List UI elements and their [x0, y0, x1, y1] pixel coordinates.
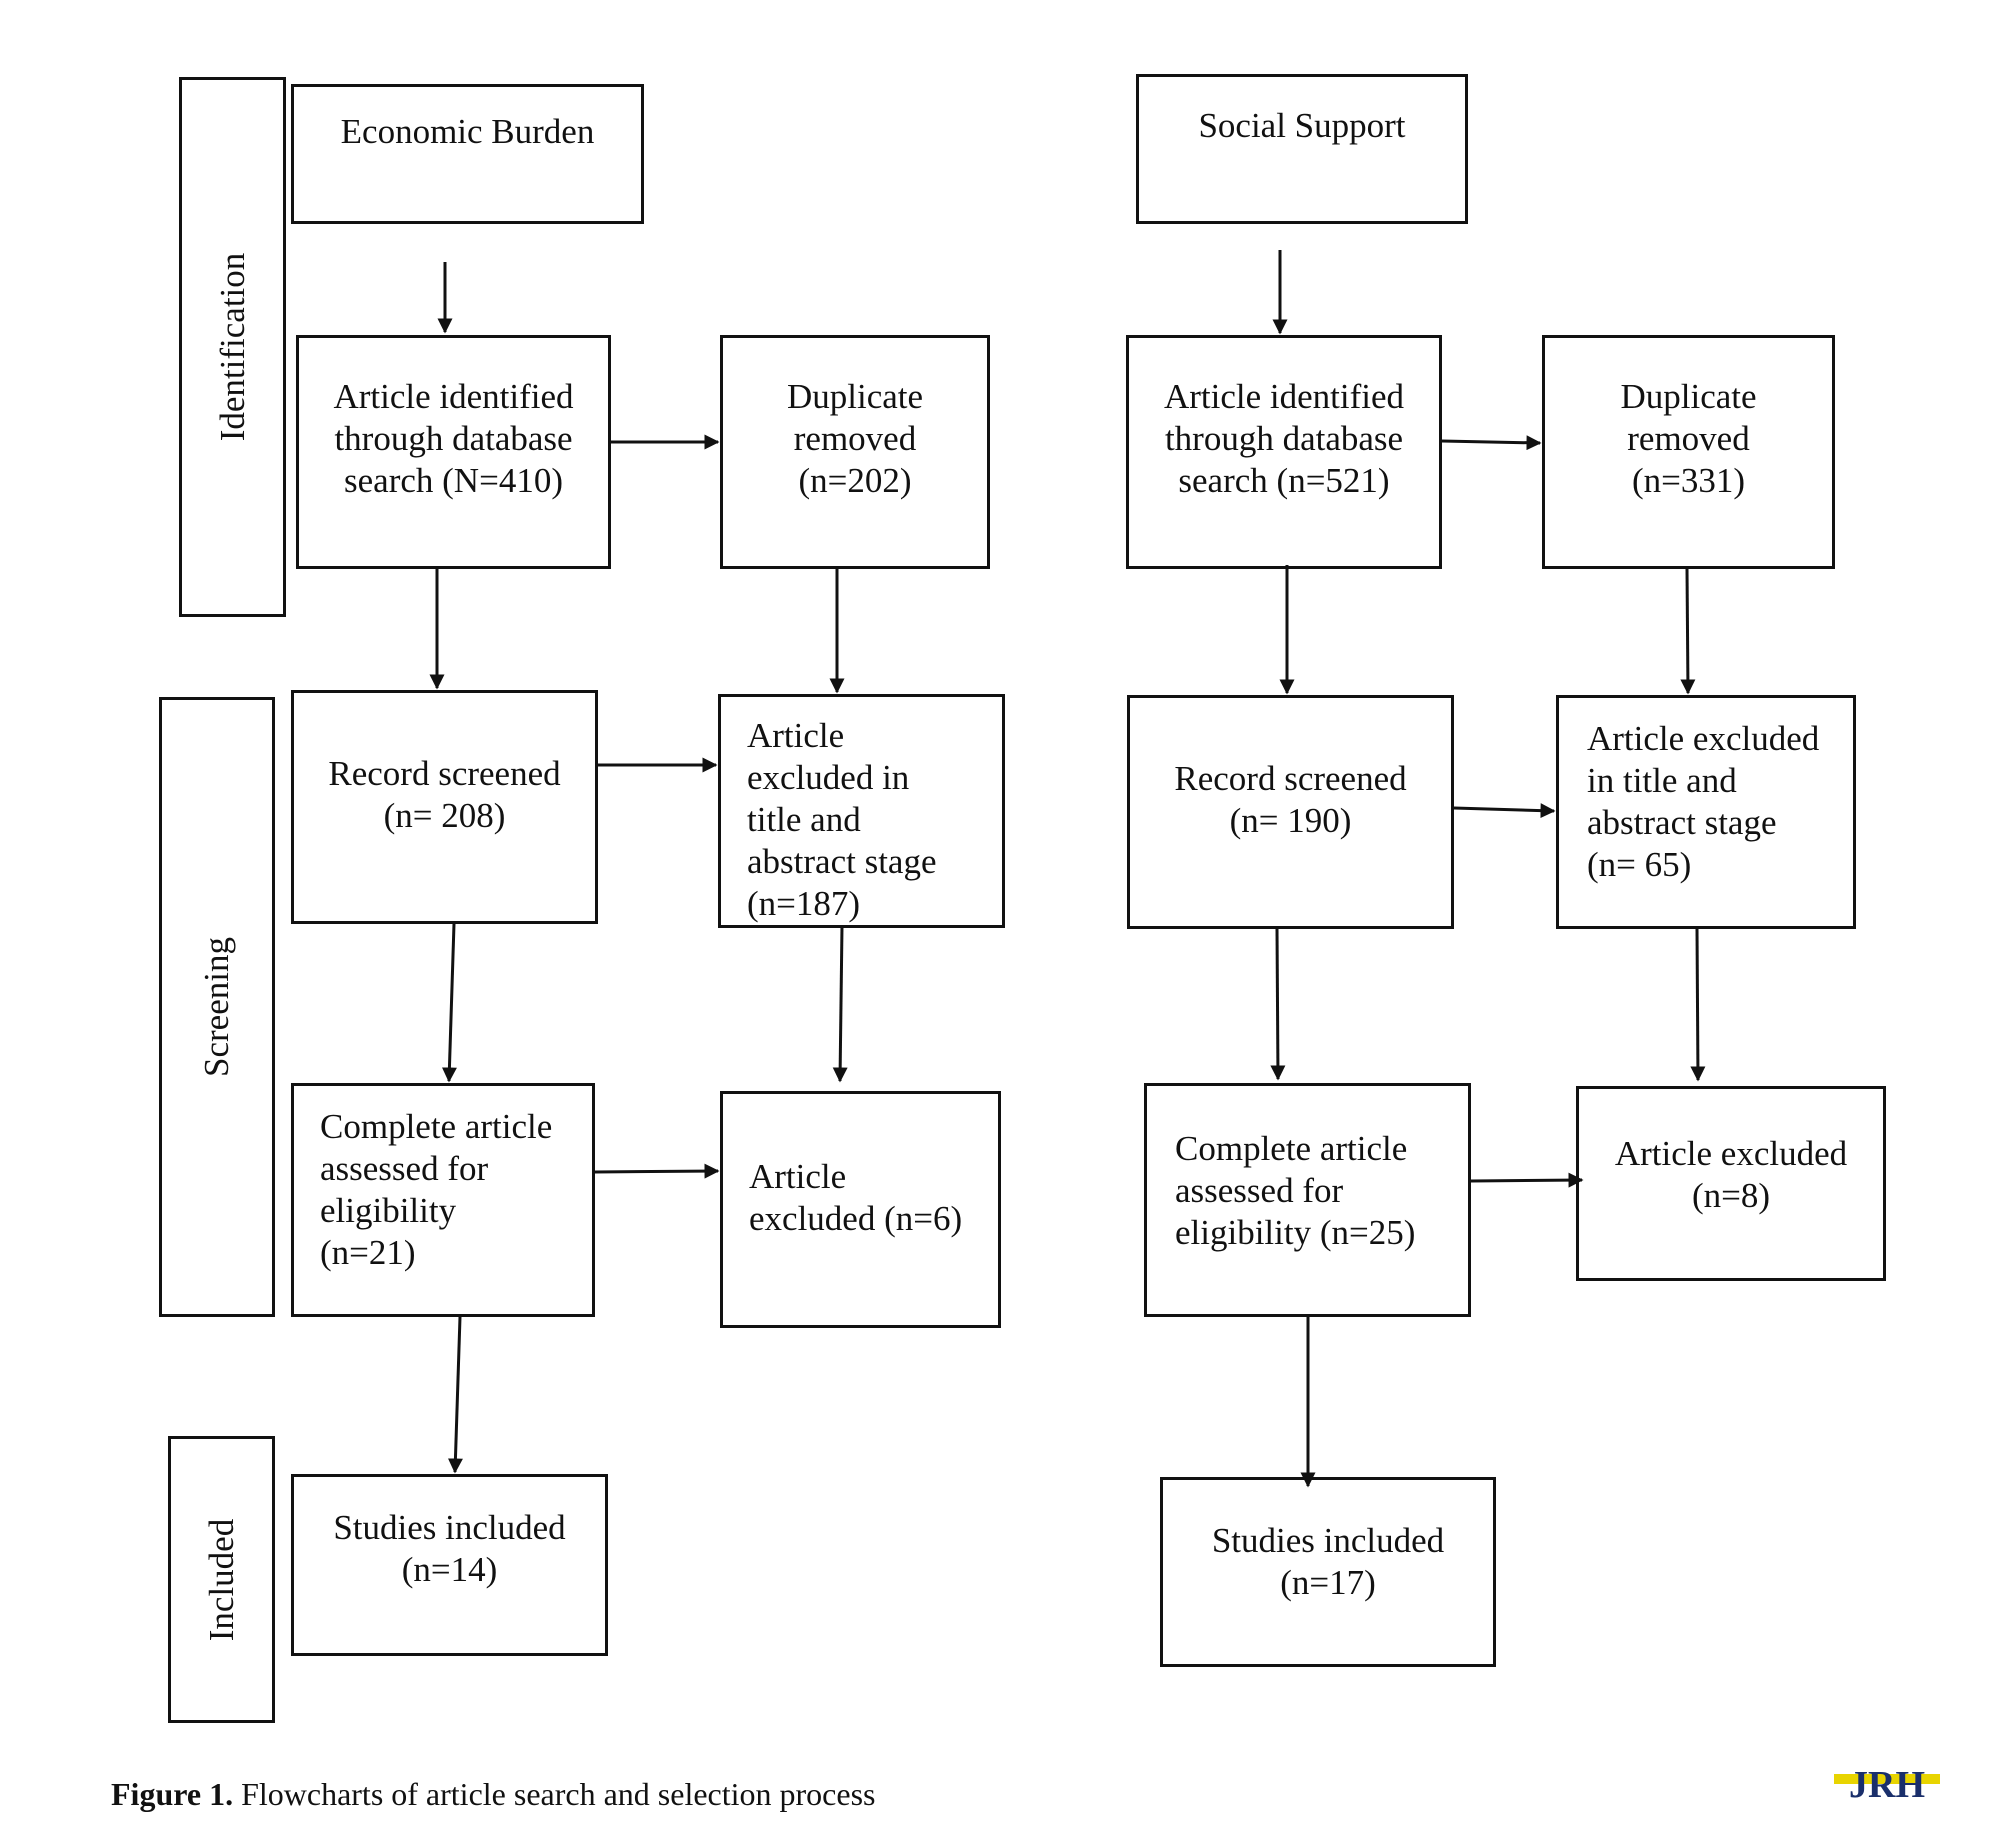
right-screened-line: Record screened: [1174, 759, 1407, 798]
left-assessed-line: assessed for: [320, 1149, 489, 1188]
stage-identification: Identification: [179, 77, 286, 617]
right-excluded-title-line: Article excluded: [1587, 719, 1820, 758]
right-assessed-line: eligibility (n=25): [1175, 1213, 1416, 1252]
arrow-right-screened-to-assessed: [1270, 928, 1286, 1081]
left-excluded-title-line: (n=187): [747, 884, 861, 923]
left-identified-line: Article identified: [333, 377, 574, 416]
right-assessed-line: assessed for: [1175, 1171, 1344, 1210]
arrow-left-screened-to-assessed: [441, 923, 457, 1083]
right-screened-line: (n= 190): [1229, 801, 1352, 840]
right-included-line: (n=17): [1280, 1563, 1376, 1602]
arrow-right-screened-to-excluded: [1453, 803, 1556, 819]
right-topic-box: Social Support: [1136, 74, 1468, 224]
left-assessed-line: (n=21): [320, 1233, 416, 1272]
right-assessed-box: Complete article assessed for eligibilit…: [1144, 1083, 1471, 1317]
left-duplicates-line: (n=202): [798, 461, 912, 500]
right-excluded-full-line: Article excluded: [1614, 1134, 1848, 1173]
right-screened-box: Record screened (n= 190): [1127, 695, 1454, 929]
left-assessed-box: Complete article assessed for eligibilit…: [291, 1083, 595, 1317]
left-excluded-title-line: title and: [747, 800, 861, 839]
figure-caption-label: Figure 1.: [111, 1776, 234, 1812]
left-screened-line: (n= 208): [383, 796, 506, 835]
left-excluded-title-line: Article: [747, 716, 845, 755]
arrow-right-identified-to-duplicates: [1441, 435, 1542, 451]
left-excluded-title-box: Article excluded in title and abstract s…: [718, 694, 1005, 928]
arrow-left-assessed-to-excluded-full: [594, 1163, 720, 1179]
left-duplicates-line: removed: [793, 419, 917, 458]
left-excluded-full-line: excluded (n=6): [749, 1199, 963, 1238]
left-excluded-title-line: abstract stage: [747, 842, 937, 881]
arrow-right-excluded-to-excluded-full: [1690, 928, 1706, 1082]
right-excluded-title-line: (n= 65): [1587, 845, 1692, 884]
right-identified-line: search (n=521): [1178, 461, 1390, 500]
right-identified-line: through database: [1164, 419, 1404, 458]
right-included-box: Studies included (n=17): [1160, 1477, 1496, 1667]
left-excluded-full-box: Article excluded (n=6): [720, 1091, 1001, 1328]
stage-screening: Screening: [159, 697, 275, 1317]
right-duplicates-line: (n=331): [1631, 461, 1746, 500]
stage-included: Included: [168, 1436, 275, 1723]
journal-logo: JRH: [1834, 1764, 1940, 1804]
right-identified-line: Article identified: [1163, 377, 1405, 416]
left-screened-line: Record screened: [328, 754, 561, 793]
left-identified-line: through database: [334, 419, 573, 458]
right-excluded-full-box: Article excluded (n=8): [1576, 1086, 1886, 1281]
left-topic-box: Economic Burden: [291, 84, 644, 224]
arrow-left-excluded-to-excluded-full: [832, 925, 848, 1083]
arrow-right-assessed-to-excluded-full: [1470, 1172, 1584, 1188]
figure-caption: Figure 1. Flowcharts of article search a…: [111, 1776, 875, 1813]
left-assessed-line: eligibility: [320, 1191, 457, 1230]
left-identified-line: search (N=410): [344, 461, 563, 500]
right-excluded-title-line: abstract stage: [1587, 803, 1777, 842]
figure-caption-text: Flowcharts of article search and selecti…: [233, 1776, 876, 1812]
right-duplicates-box: Duplicate removed (n=331): [1542, 335, 1835, 569]
left-included-line: Studies included: [333, 1508, 566, 1547]
left-included-line: (n=14): [401, 1550, 498, 1589]
right-duplicates-line: removed: [1627, 419, 1750, 458]
left-included-box: Studies included (n=14): [291, 1474, 608, 1656]
left-excluded-full-line: Article: [749, 1157, 847, 1196]
left-duplicates-line: Duplicate: [786, 377, 924, 416]
left-assessed-line: Complete article: [320, 1107, 553, 1146]
right-included-line: Studies included: [1211, 1521, 1445, 1560]
right-excluded-title-box: Article excluded in title and abstract s…: [1556, 695, 1856, 929]
right-assessed-line: Complete article: [1175, 1129, 1408, 1168]
right-excluded-title-line: in title and: [1587, 761, 1737, 800]
right-identified-box: Article identified through database sear…: [1126, 335, 1442, 569]
left-excluded-title-line: excluded in: [747, 758, 910, 797]
right-topic-title: Social Support: [1198, 106, 1406, 145]
right-duplicates-line: Duplicate: [1620, 377, 1757, 416]
left-identified-box: Article identified through database sear…: [296, 335, 611, 569]
journal-logo-text: JRH: [1849, 1764, 1925, 1804]
left-duplicates-box: Duplicate removed (n=202): [720, 335, 990, 569]
arrow-left-assessed-to-included: [447, 1316, 463, 1474]
left-topic-title: Economic Burden: [340, 112, 595, 151]
right-excluded-full-line: (n=8): [1691, 1176, 1771, 1215]
arrow-right-duplicates-to-excluded: [1680, 568, 1696, 695]
left-screened-box: Record screened (n= 208): [291, 690, 598, 924]
